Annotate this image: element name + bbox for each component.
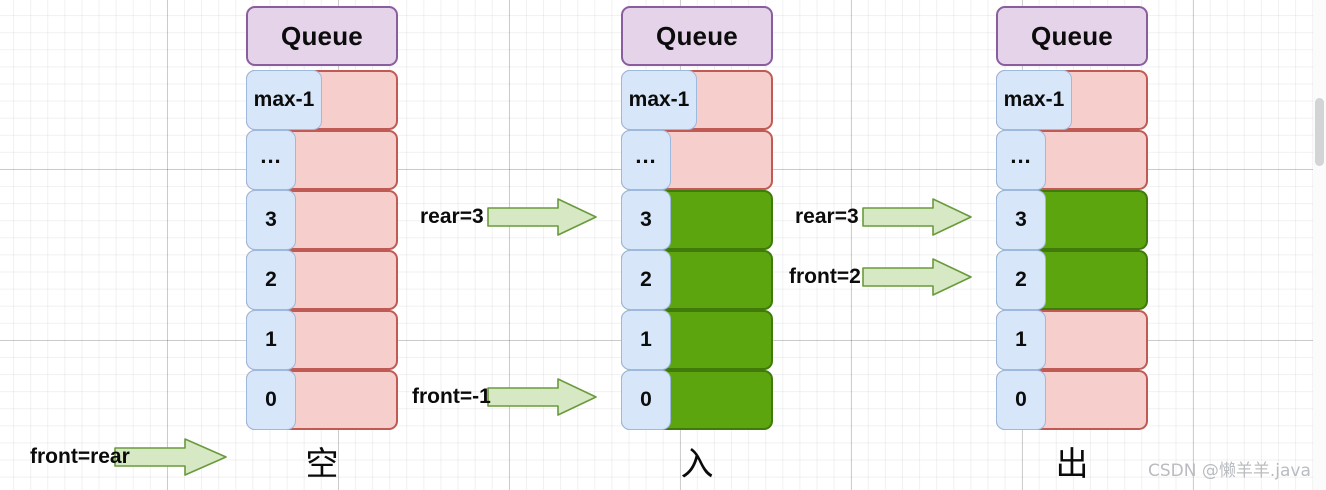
annotation-label: rear=3 <box>420 205 484 228</box>
queue-cell-index: 2 <box>621 250 671 310</box>
annotation-front-2: front=2 <box>789 256 975 298</box>
right-arrow-icon <box>862 198 972 236</box>
queue-cell-row: ... <box>996 130 1148 190</box>
queue-cell-row: 2 <box>996 250 1148 310</box>
queue-cell-index: 0 <box>996 370 1046 430</box>
queue-cell-index: ... <box>621 130 671 190</box>
queue-cell-row: max-1 <box>246 70 398 130</box>
queue-cell-index: 3 <box>621 190 671 250</box>
queue-cell-index: 2 <box>996 250 1046 310</box>
queue-cell-index: ... <box>996 130 1046 190</box>
queue-caption-dequeued: 出 <box>1055 444 1089 483</box>
queue-cell-row: 1 <box>246 310 398 370</box>
right-arrow-icon <box>487 378 597 416</box>
queue-header: Queue <box>621 6 773 66</box>
queue-cell-index: 0 <box>246 370 296 430</box>
vertical-scrollbar-thumb[interactable] <box>1315 98 1324 166</box>
queue-column-dequeued: Queue max-1 ... 3 2 1 <box>996 6 1148 430</box>
annotation-rear-3-left: rear=3 <box>420 196 600 238</box>
queue-cell-row: ... <box>246 130 398 190</box>
queue-cell-index: 1 <box>996 310 1046 370</box>
queue-caption-enqueued: 入 <box>680 444 714 483</box>
right-arrow-icon <box>114 438 227 476</box>
queue-cell-row: 3 <box>246 190 398 250</box>
queue-column-enqueued: Queue max-1 ... 3 2 1 <box>621 6 773 430</box>
queue-cell-index: max-1 <box>996 70 1072 130</box>
annotation-label: rear=3 <box>795 205 859 228</box>
queue-cell-row: 3 <box>996 190 1148 250</box>
annotation-rear-3-right: rear=3 <box>795 196 975 238</box>
annotation-front-equals-rear: front=rear <box>30 436 230 478</box>
queue-cell-row: 1 <box>996 310 1148 370</box>
right-arrow-icon <box>487 198 597 236</box>
queue-cell-row: max-1 <box>996 70 1148 130</box>
queue-cell-row: 0 <box>621 370 773 430</box>
vertical-scrollbar-track[interactable] <box>1313 0 1326 490</box>
queue-cell-index: 1 <box>621 310 671 370</box>
queue-cells: max-1 ... 3 2 1 0 <box>996 70 1148 430</box>
queue-cell-index: max-1 <box>246 70 322 130</box>
queue-cell-index: max-1 <box>621 70 697 130</box>
queue-cell-index: 1 <box>246 310 296 370</box>
queue-cell-row: ... <box>621 130 773 190</box>
right-arrow-icon <box>862 258 972 296</box>
queue-header: Queue <box>246 6 398 66</box>
queue-caption-empty: 空 <box>305 444 339 483</box>
queue-cell-index: 2 <box>246 250 296 310</box>
queue-cell-row: 0 <box>246 370 398 430</box>
csdn-watermark: CSDN @懒羊羊.java <box>1148 461 1311 481</box>
queue-cell-index: ... <box>246 130 296 190</box>
queue-cell-row: 2 <box>246 250 398 310</box>
queue-cell-index: 3 <box>246 190 296 250</box>
queue-cell-index: 0 <box>621 370 671 430</box>
queue-cell-row: 2 <box>621 250 773 310</box>
queue-cell-row: 3 <box>621 190 773 250</box>
queue-header: Queue <box>996 6 1148 66</box>
annotation-label: front=rear <box>30 445 130 468</box>
annotation-label: front=-1 <box>412 385 491 408</box>
annotation-front-minus-1: front=-1 <box>412 376 602 418</box>
queue-cell-row: 1 <box>621 310 773 370</box>
queue-cell-index: 3 <box>996 190 1046 250</box>
queue-column-empty: Queue max-1 ... 3 2 1 <box>246 6 398 430</box>
queue-cell-row: 0 <box>996 370 1148 430</box>
queue-cells: max-1 ... 3 2 1 0 <box>246 70 398 430</box>
queue-cell-row: max-1 <box>621 70 773 130</box>
annotation-label: front=2 <box>789 265 861 288</box>
queue-cells: max-1 ... 3 2 1 0 <box>621 70 773 430</box>
